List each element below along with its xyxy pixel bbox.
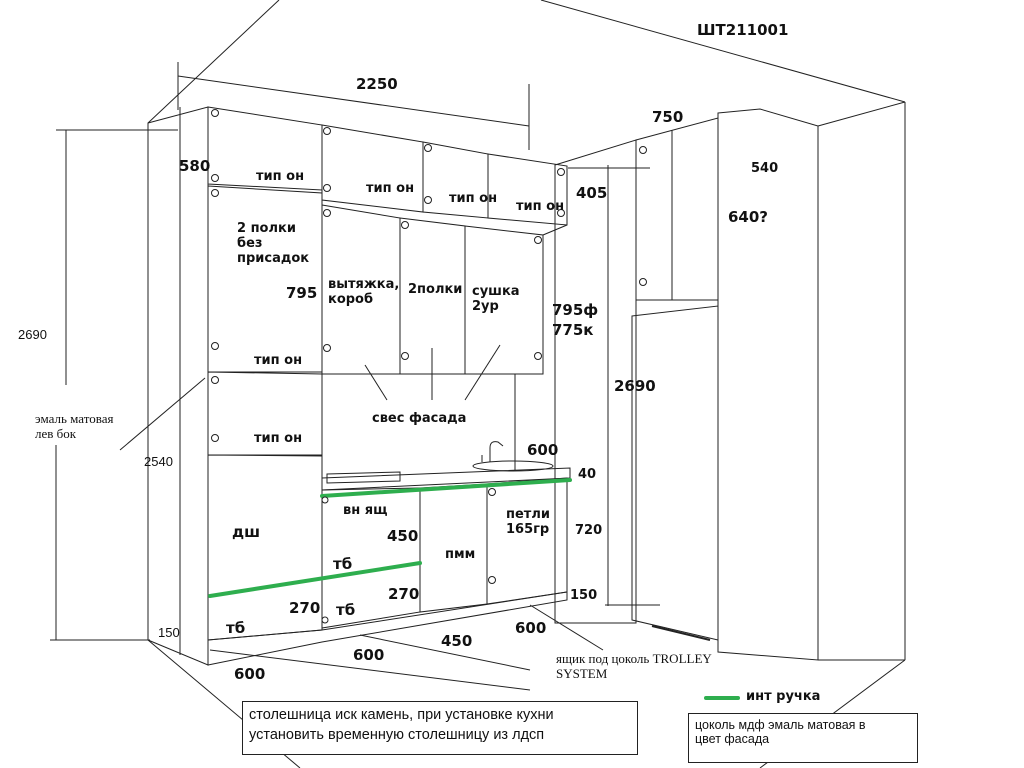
label-shelves-no-holes: 2 полки без присадок	[237, 221, 310, 266]
dimension-lines	[50, 62, 660, 691]
label-tb-3: тб	[226, 619, 246, 637]
label-type-on-6: тип он	[254, 431, 303, 446]
label-enamel-left: эмаль матовая лев бок	[35, 411, 114, 441]
dim-drawer-270-b: 270	[388, 585, 420, 603]
countertop-note: столешница иск камень, при установке кух…	[249, 707, 554, 744]
dim-fridge-540: 540	[751, 161, 779, 176]
plinth-note-box: цоколь мдф эмаль матовая в цвет фасада	[688, 713, 918, 763]
dim-width-600-right: 600	[515, 619, 547, 637]
label-trolley: ящик под цоколь TROLLEY SYSTEM	[556, 651, 712, 681]
dim-column-right-a: 795ф	[552, 301, 599, 319]
handle-line-bottom	[208, 561, 422, 598]
dim-width-450: 450	[441, 632, 473, 650]
dim-total-width: 2250	[356, 75, 398, 93]
plinth-note: цоколь мдф эмаль матовая в цвет фасада	[695, 718, 866, 747]
dim-width-600-mid: 600	[353, 646, 385, 664]
dim-top-small: 405	[576, 184, 608, 202]
label-type-on-1: тип он	[256, 169, 305, 184]
label-washer: пмм	[445, 547, 476, 562]
label-tb-1: тб	[333, 555, 353, 573]
dim-width-600-left: 600	[234, 665, 266, 683]
label-tb-2: тб	[336, 601, 356, 619]
countertop-note-box: столешница иск камень, при установке кух…	[242, 701, 638, 755]
dim-body-height: 2540	[144, 454, 173, 469]
label-hinges: петли 165гр	[506, 507, 550, 537]
dim-plinth-left: 150	[158, 625, 180, 640]
label-type-on-2: тип он	[366, 181, 415, 196]
dim-column-right-b: 775к	[552, 321, 594, 339]
dim-drawer-270-a: 270	[289, 599, 321, 617]
label-hood-box: вытяжка, короб	[328, 277, 400, 307]
dim-full-height-left: 2690	[18, 327, 47, 342]
label-inner-drawer: вн ящ	[343, 503, 388, 518]
dim-base-height: 720	[575, 523, 603, 538]
label-overhang: свес фасада	[372, 411, 467, 426]
dim-drawer-450: 450	[387, 527, 419, 545]
hinge-dots	[211, 109, 647, 624]
dim-width-600-top: 600	[527, 441, 559, 459]
dim-top-height: 580	[179, 157, 211, 175]
cabinets	[207, 101, 906, 666]
dim-fridge-640: 640?	[728, 208, 769, 226]
label-dryer: сушка 2ур	[472, 284, 520, 314]
dim-plinth-right: 150	[570, 588, 598, 603]
dim-fridge-750: 750	[652, 108, 684, 126]
handle-line-top	[320, 478, 572, 498]
handle-lines	[208, 478, 740, 700]
dim-countertop: 40	[578, 467, 597, 482]
article-code: ШТ211001	[697, 21, 789, 39]
label-type-on-4: тип он	[516, 199, 565, 214]
label-type-on-3: тип он	[449, 191, 498, 206]
label-two-shelves: 2полки	[408, 282, 463, 297]
dim-full-height-right: 2690	[614, 377, 656, 395]
label-type-on-5: тип он	[254, 353, 303, 368]
legend-handle-label: инт ручка	[746, 689, 821, 704]
dim-column-left: 795	[286, 284, 318, 302]
label-dishwasher: дш	[232, 523, 261, 541]
